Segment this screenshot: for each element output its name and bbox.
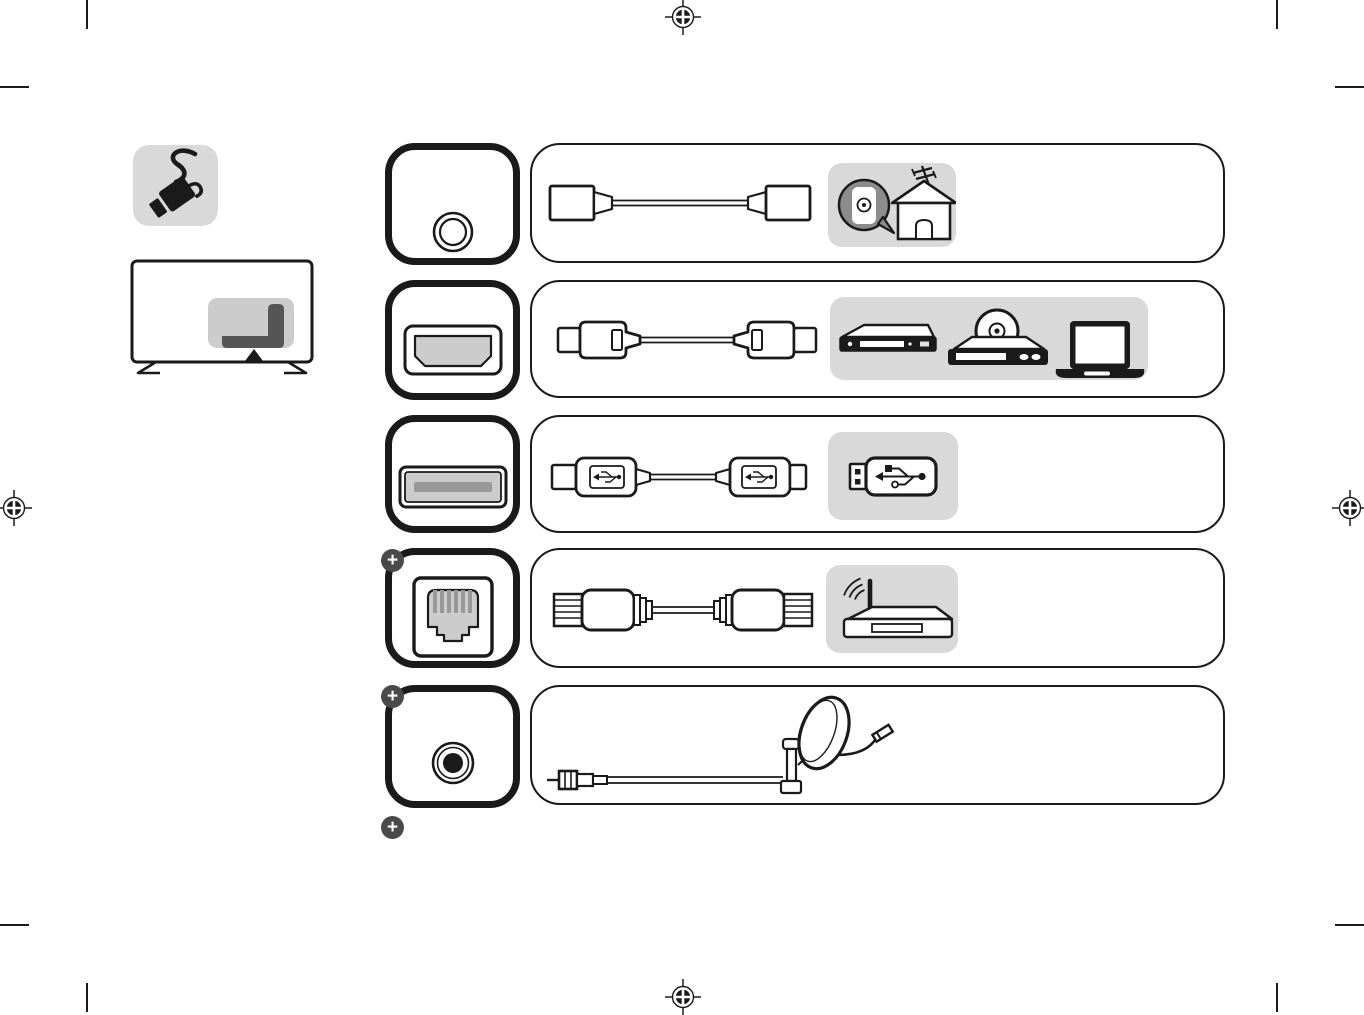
crop-mark-top-left-h	[0, 86, 29, 88]
satellite-dish-icon	[779, 695, 895, 795]
registration-mark-icon	[1332, 490, 1364, 526]
rj45-socket-icon	[411, 576, 494, 658]
wall-antenna-outlet-icon	[837, 178, 896, 235]
crop-mark-bottom-left-h	[0, 924, 29, 926]
crop-mark-bottom-left-v	[86, 983, 88, 1012]
rf-antenna-cable-icon	[548, 184, 812, 222]
laptop-icon	[1055, 321, 1145, 378]
plus-badge-icon: +	[381, 549, 404, 572]
set-top-box-icon	[839, 323, 937, 352]
plus-badge-icon: +	[381, 685, 404, 708]
hdmi-target-tile	[830, 297, 1148, 380]
satellite-row-panel	[530, 685, 1225, 805]
crop-mark-bottom-right-v	[1276, 983, 1278, 1012]
satellite-socket-icon	[431, 741, 474, 784]
hdmi-cable-icon	[556, 316, 818, 364]
tv-rear-panel-location-icon	[128, 258, 318, 376]
wireless-router-icon	[842, 577, 954, 639]
registration-mark-icon	[665, 979, 701, 1015]
crop-mark-top-right-h	[1335, 86, 1364, 88]
hdmi-port	[385, 280, 520, 400]
registration-mark-icon	[0, 490, 32, 526]
plus-symbol: +	[386, 817, 399, 838]
registration-mark-icon	[665, 0, 701, 35]
crop-mark-bottom-right-h	[1335, 924, 1364, 926]
plus-symbol: +	[386, 686, 399, 707]
house-rooftop-antenna-icon	[890, 165, 956, 241]
crop-mark-top-left-v	[86, 0, 88, 29]
usb-target-tile	[828, 432, 958, 520]
antenna-target-tile	[828, 163, 956, 247]
usb-socket-icon	[398, 465, 507, 509]
dvd-player-icon	[948, 308, 1048, 365]
usb-port	[385, 415, 520, 533]
satellite-dish-cable-icon	[545, 695, 965, 805]
hdmi-socket-icon	[403, 324, 502, 376]
usb-cable-icon	[550, 452, 808, 502]
lan-target-tile	[826, 565, 958, 653]
ethernet-cable-icon	[552, 586, 814, 634]
power-cord-icon	[133, 145, 218, 226]
usb-flash-drive-icon	[848, 456, 938, 497]
lan-ethernet-port	[385, 548, 520, 668]
coax-socket-icon	[432, 211, 473, 253]
plus-badge-icon: +	[381, 816, 404, 839]
plus-symbol: +	[386, 550, 399, 571]
crop-mark-top-right-v	[1276, 0, 1278, 29]
satellite-f-type-port	[385, 685, 520, 808]
antenna-coaxial-port	[385, 143, 520, 265]
